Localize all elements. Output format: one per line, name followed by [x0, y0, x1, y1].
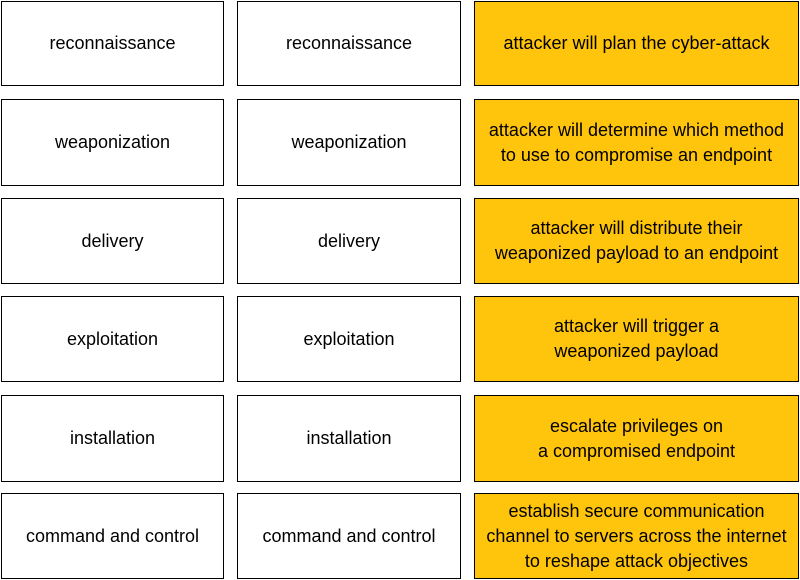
description-installation[interactable]: escalate privileges on a compromised end… [474, 395, 799, 482]
target-step-delivery[interactable]: delivery [237, 198, 461, 284]
source-step-exploitation[interactable]: exploitation [1, 296, 224, 382]
source-step-reconnaissance[interactable]: reconnaissance [1, 1, 224, 86]
source-step-command-and-control[interactable]: command and control [1, 493, 224, 579]
source-step-weaponization[interactable]: weaponization [1, 99, 224, 186]
target-step-exploitation[interactable]: exploitation [237, 296, 461, 382]
source-step-installation[interactable]: installation [1, 395, 224, 482]
target-step-command-and-control[interactable]: command and control [237, 493, 461, 579]
description-weaponization[interactable]: attacker will determine which method to … [474, 99, 799, 186]
target-step-installation[interactable]: installation [237, 395, 461, 482]
target-step-weaponization[interactable]: weaponization [237, 99, 461, 186]
description-delivery[interactable]: attacker will distribute their weaponize… [474, 198, 799, 284]
description-reconnaissance[interactable]: attacker will plan the cyber-attack [474, 1, 799, 86]
source-step-delivery[interactable]: delivery [1, 198, 224, 284]
target-step-reconnaissance[interactable]: reconnaissance [237, 1, 461, 86]
description-exploitation[interactable]: attacker will trigger a weaponized paylo… [474, 296, 799, 382]
description-command-and-control[interactable]: establish secure communication channel t… [474, 493, 799, 579]
